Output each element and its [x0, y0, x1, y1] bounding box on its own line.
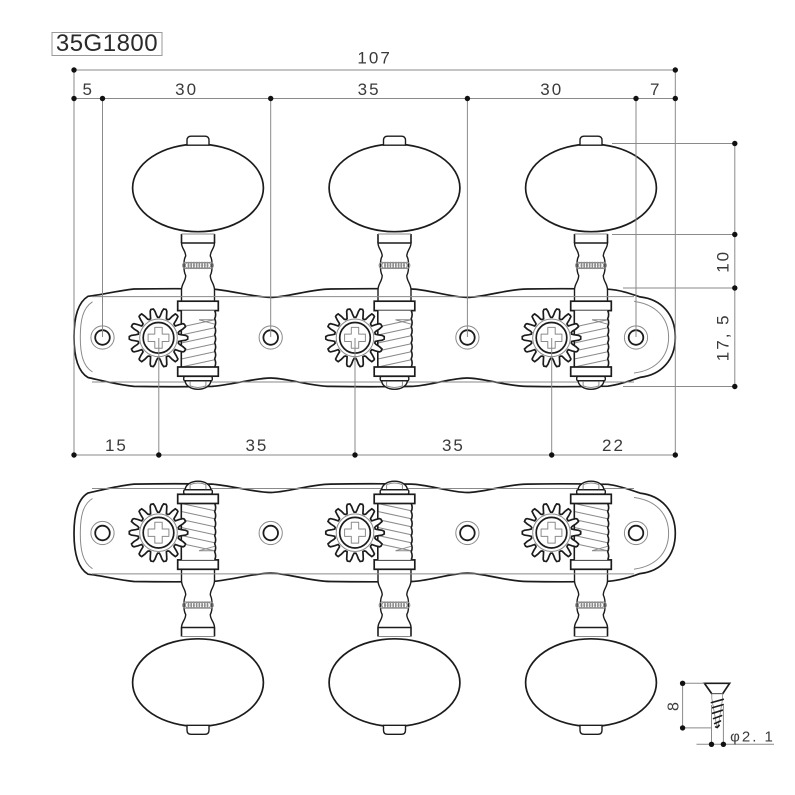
- dimension-dot: [679, 680, 686, 686]
- dim-label-plate-width: 17, 5: [714, 313, 733, 361]
- dimension-dot: [720, 741, 727, 747]
- dimension-labels: 107 5 30 35 30 7 15 35 35 22 10 17, 5 8 φ2. 1: [82, 49, 775, 746]
- screw-tip: [714, 724, 720, 729]
- dimension-dot: [732, 383, 738, 390]
- mounting-screw: [702, 682, 732, 729]
- dimension-lines: [73, 69, 774, 745]
- view-back: [74, 481, 675, 734]
- dim-label-top-3: 30: [540, 80, 563, 99]
- dim-label-screw-length: 8: [666, 700, 683, 711]
- dim-label-total-width: 107: [357, 49, 391, 68]
- dim-label-shaft-height: 10: [714, 250, 733, 273]
- screw-threads: [710, 698, 725, 729]
- screw-thread-line: [710, 698, 725, 704]
- screw-head: [702, 682, 732, 695]
- screw-thread-line: [711, 709, 724, 715]
- dimension-dot: [268, 95, 274, 102]
- part-number: 35G1800: [56, 30, 158, 57]
- dimension-dot: [352, 452, 358, 458]
- dimension-dot: [732, 140, 738, 147]
- dim-label-bottom-0: 15: [105, 436, 128, 455]
- dimension-dot: [679, 725, 686, 731]
- dimension-dot: [672, 452, 678, 458]
- screw-thread-line: [712, 714, 723, 720]
- dimension-dot: [99, 95, 106, 102]
- dimension-dot: [672, 95, 678, 102]
- dimension-dot: [71, 67, 77, 73]
- dim-label-bottom-3: 22: [602, 436, 625, 455]
- dimension-dot: [672, 67, 678, 73]
- title-box: [51, 32, 163, 56]
- dimension-dot: [71, 95, 77, 102]
- dim-label-top-1: 30: [175, 80, 198, 99]
- dim-label-screw-diameter: φ2. 1: [730, 729, 775, 746]
- title-block: 35G1800: [51, 30, 163, 57]
- dim-label-top-0: 5: [82, 80, 93, 99]
- dimension-dot: [708, 741, 715, 747]
- dimension-dot: [464, 95, 471, 102]
- dim-label-top-4: 7: [650, 80, 661, 99]
- screw-thread-line: [713, 720, 722, 725]
- dimension-dot: [549, 452, 555, 458]
- dimension-dot: [156, 452, 162, 458]
- dim-label-bottom-1: 35: [245, 436, 268, 455]
- dimension-dot: [732, 285, 738, 291]
- dimension-dot: [732, 231, 738, 238]
- dim-label-top-2: 35: [358, 80, 381, 99]
- assembly-back: [74, 481, 675, 734]
- view-front: [74, 136, 675, 389]
- assembly-front: [74, 136, 675, 389]
- dimension-dot: [71, 452, 77, 458]
- screw-thread-line: [711, 703, 724, 709]
- dimension-dots: [71, 67, 738, 747]
- dimension-dot: [633, 95, 639, 102]
- dim-label-bottom-2: 35: [442, 436, 465, 455]
